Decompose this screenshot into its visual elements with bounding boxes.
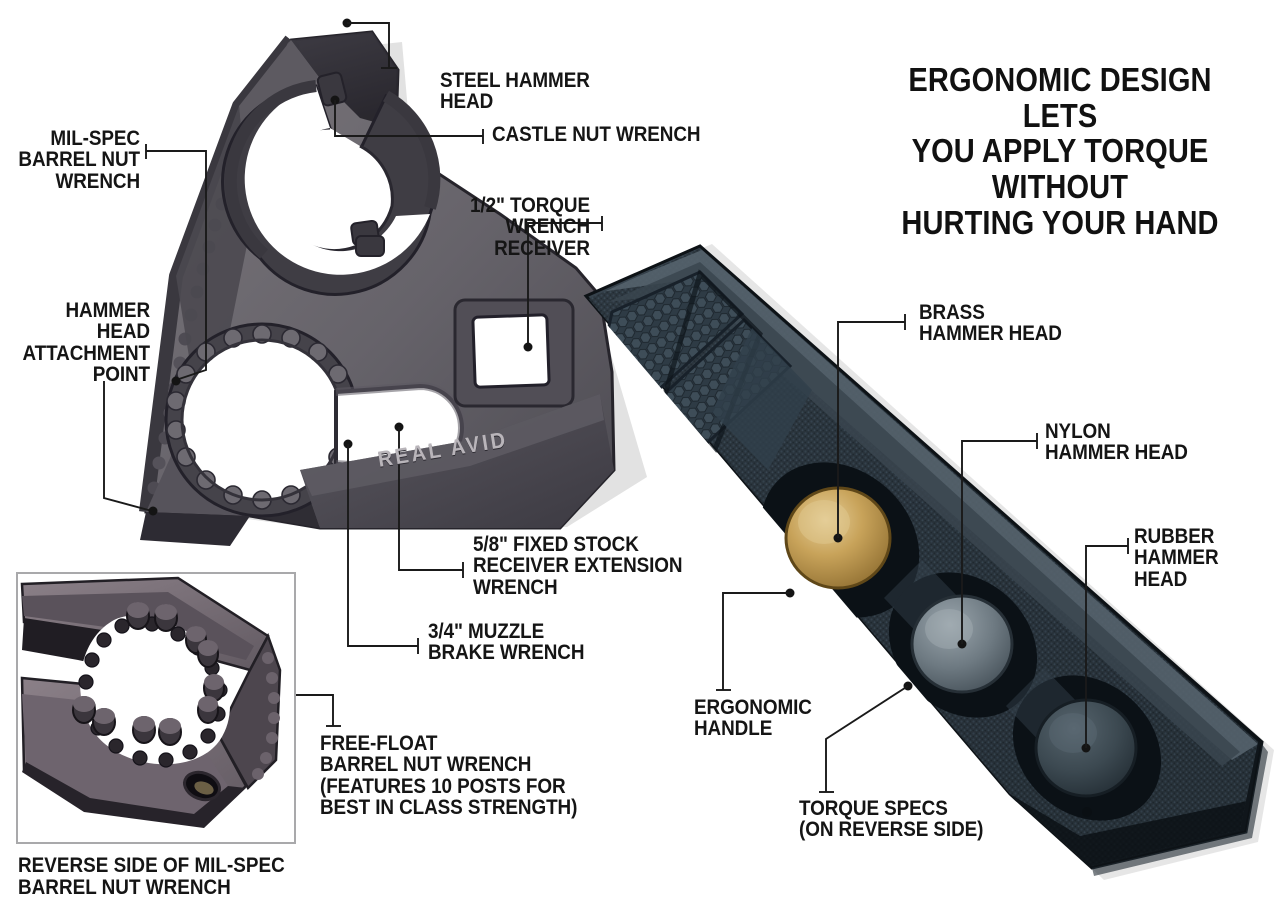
inset-illustration	[18, 574, 294, 842]
callout-nylon-hammer-head: NYLON HAMMER HEAD	[1045, 420, 1188, 465]
leader-ergonomic-handle	[716, 588, 795, 691]
torque-wrench-receiver-square	[453, 298, 575, 408]
callout-ergonomic-handle: ERGONOMIC HANDLE	[694, 696, 812, 741]
callout-hammer-head-attachment-point: HAMMER HEAD ATTACHMENT POINT	[22, 299, 151, 387]
leader-castle-nut-wrench	[330, 95, 484, 144]
leader-torque-wrench-receiver	[523, 216, 603, 352]
callout-torque-specs: TORQUE SPECS (ON REVERSE SIDE)	[799, 797, 984, 842]
leader-muzzle-brake-wrench	[343, 439, 419, 654]
leader-hammer-head-attachment-point	[103, 381, 158, 516]
callout-steel-hammer-head: STEEL HAMMER HEAD	[440, 69, 590, 114]
callout-mil-spec-barrel-nut-wrench: MIL-SPEC BARREL NUT WRENCH	[18, 127, 141, 193]
callout-torque-wrench-receiver: 1/2" TORQUE WRENCH RECEIVER	[469, 194, 590, 260]
callout-muzzle-brake-wrench: 3/4" MUZZLE BRAKE WRENCH	[428, 620, 585, 665]
callout-free-float-barrel-nut-wrench: FREE-FLOAT BARREL NUT WRENCH (FEATURES 1…	[320, 732, 578, 820]
callout-fixed-stock-receiver-extension-wrench: 5/8" FIXED STOCK RECEIVER EXTENSION WREN…	[473, 533, 683, 599]
leader-fixed-stock-receiver-extension-wrench	[394, 422, 464, 578]
wrench-head-group	[139, 30, 647, 546]
leader-torque-specs	[819, 681, 913, 793]
callout-castle-nut-wrench: CASTLE NUT WRENCH	[492, 123, 701, 146]
inset-reverse-side-photo	[16, 572, 296, 844]
leader-mil-spec-barrel-nut-wrench	[145, 144, 207, 386]
castle-lug-3	[355, 235, 385, 257]
leader-nylon-hammer-head	[957, 433, 1038, 649]
inset-caption: REVERSE SIDE OF MIL-SPEC BARREL NUT WREN…	[18, 854, 285, 900]
lanyard-hole	[1082, 807, 1092, 817]
hammer-head-attachment-point-notch	[140, 512, 250, 546]
handle-group	[583, 244, 1274, 880]
headline: ERGONOMIC DESIGN LETS YOU APPLY TORQUE W…	[901, 61, 1219, 241]
callout-rubber-hammer-head: RUBBER HAMMER HEAD	[1134, 525, 1219, 591]
leader-steel-hammer-head	[342, 18, 397, 69]
callout-brass-hammer-head: BRASS HAMMER HEAD	[919, 301, 1062, 346]
leader-brass-hammer-head	[833, 314, 906, 543]
barrel-nut-posts	[72, 602, 225, 746]
mil-spec-barrel-nut-ring	[164, 322, 360, 518]
leader-rubber-hammer-head	[1081, 538, 1129, 753]
